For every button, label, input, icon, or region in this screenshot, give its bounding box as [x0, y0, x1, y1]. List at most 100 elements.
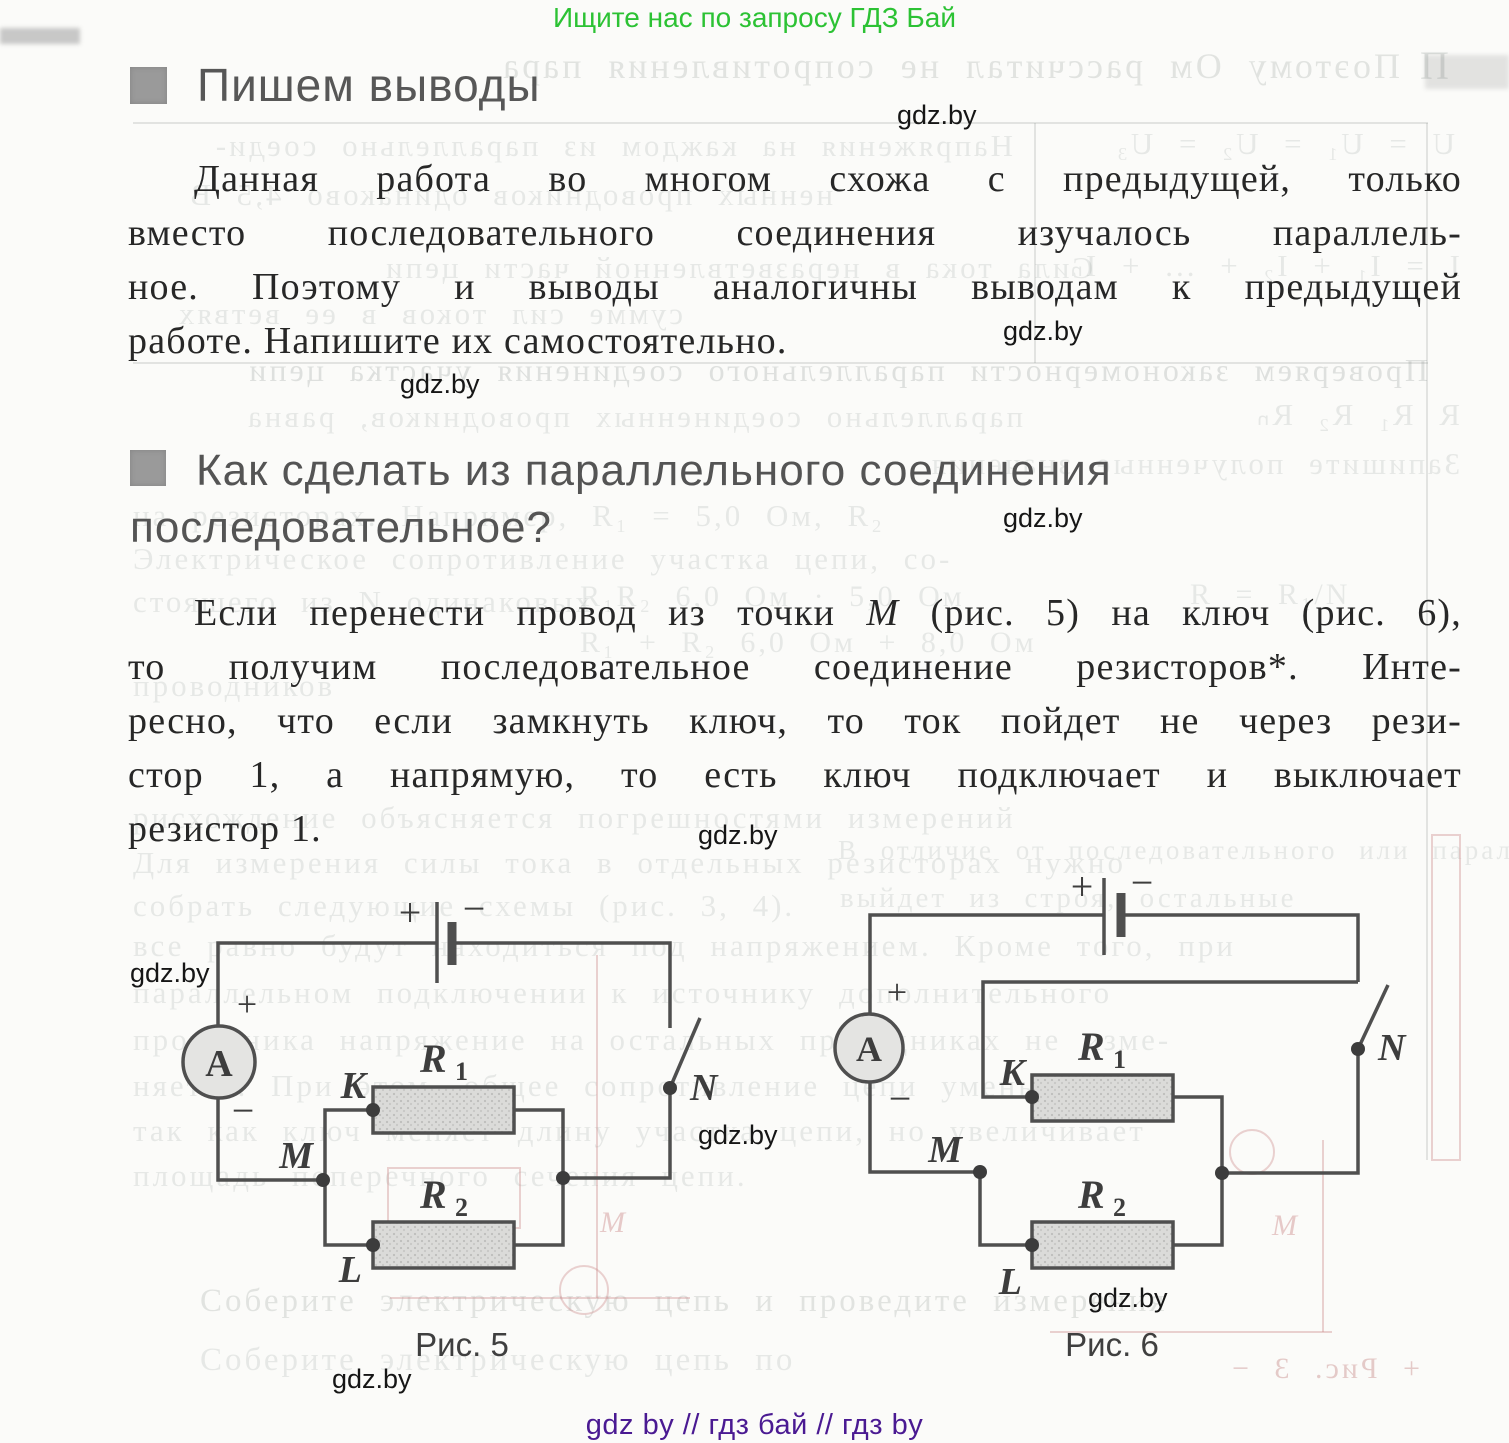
battery-minus-label: −: [463, 886, 486, 931]
switch-blade: [668, 1017, 702, 1089]
node-l-dot: [366, 1238, 380, 1252]
paragraph-how-to: Если перенести провод из точки M (рис. 5…: [128, 586, 1462, 856]
resistor-label-r2: R: [1077, 1172, 1105, 1217]
ammeter: [181, 1024, 257, 1100]
ghost-bleed-text: Для измерения силы тока в отдельных рези…: [133, 845, 1126, 880]
wire: [216, 1098, 323, 1182]
switch-blade: [1356, 984, 1390, 1050]
ghost-bleed-text: рисхождение объясняется погрешностями из…: [133, 800, 1016, 835]
point-label-m: M: [278, 1135, 314, 1177]
ghost-bleed-text: все равно будут находиться под напряжени…: [133, 928, 1236, 963]
text-line: ное. Поэтому и выводы аналогичны выводам…: [128, 266, 1462, 308]
watermark: gdz.by: [698, 1120, 778, 1150]
ghost-bleed-text: В отличие от последовательного или парал…: [838, 835, 1509, 865]
wire: [868, 1082, 980, 1174]
section-heading-1: Пишем выводы: [130, 58, 541, 112]
ammeter-letter: A: [205, 1043, 233, 1085]
ghost-letter-m: М: [1271, 1209, 1299, 1242]
text-line: работе. Напишите их самостоятельно.: [128, 320, 788, 362]
battery-plus-label: +: [1071, 864, 1094, 909]
resistor-label-r2: R: [419, 1172, 447, 1217]
junction-dot: [1215, 1166, 1229, 1180]
node-l-dot: [1025, 1238, 1039, 1252]
text-line: вместо последовательного соединения изуч…: [128, 212, 1462, 254]
variable-m: M: [866, 592, 900, 634]
point-label-k: K: [999, 1052, 1028, 1094]
resistor-r1: [371, 1085, 516, 1135]
section-title-line: Как сделать из параллельного соединения: [196, 446, 1112, 495]
battery-plus-label: +: [399, 890, 422, 935]
junction-dot: [556, 1171, 570, 1185]
paragraph-conclusions: Данная работа во многом схожа с предыдущ…: [128, 152, 1462, 368]
point-label-k: K: [340, 1065, 369, 1107]
resistor-label-r1: R: [1077, 1024, 1105, 1069]
switch-pivot-dot: [663, 1081, 677, 1095]
wire: [1222, 1049, 1360, 1175]
ghost-bleed-text: R = R₁/N: [1190, 578, 1351, 611]
resistor-r2: [371, 1220, 516, 1270]
watermark: gdz.by: [1003, 503, 1083, 533]
switch-pivot-dot: [1351, 1042, 1365, 1056]
ghost-bleed-text: проводников: [133, 668, 336, 703]
watermark: gdz.by: [897, 100, 977, 130]
ghost-bleed-text: Электрическое сопротивление участка цепи…: [133, 541, 953, 576]
resistor-subscript-2: 2: [455, 1193, 468, 1222]
resistor-label-r1: R: [419, 1036, 447, 1081]
text-line: ресно, что если замкнуть ключ, то ток по…: [128, 700, 1462, 742]
ghost-bleed-text: Соберите электрическую цепь и проведите …: [200, 1283, 1168, 1319]
figure-6-caption: Рис. 6: [1065, 1326, 1159, 1363]
scan-smudge: [0, 28, 80, 44]
ammeter-plus-label: +: [237, 984, 257, 1024]
ammeter-minus-label: −: [889, 1076, 912, 1121]
ghost-bleed-text: R₁R₂ 6,0 Ом · 5,0 Ом: [580, 580, 965, 613]
resistor-subscript-2: 2: [1113, 1193, 1126, 1222]
figure-5-circuit-diagram: + − + − A K M L N R R 1 2: [181, 886, 719, 1291]
scan-smudge: [1425, 55, 1509, 89]
ghost-bleed-text: проводника напряжение на остальных прово…: [133, 1022, 1172, 1057]
watermark: gdz.by: [130, 958, 210, 988]
watermark: gdz.by: [400, 369, 480, 399]
point-label-l: L: [998, 1261, 1022, 1303]
wire: [323, 1108, 373, 1247]
ghost-bleed-text: на резисторах. Например, R₁ = 5,0 Ом, R₂: [133, 498, 885, 533]
ghost-bleed-text: П: [1420, 43, 1452, 88]
ammeter-minus-label: −: [232, 1088, 255, 1133]
resistor-subscript-1: 1: [455, 1057, 468, 1086]
text-line: резистор 1.: [128, 808, 322, 850]
watermark: gdz.by: [1088, 1283, 1168, 1313]
wire: [1122, 913, 1360, 982]
text-span: Если перенести провод из точки: [194, 592, 867, 634]
point-label-n: N: [1377, 1027, 1407, 1069]
watermark: gdz.by: [332, 1364, 412, 1394]
wire: [514, 1108, 565, 1247]
wire: [978, 1172, 1032, 1247]
wire: [216, 941, 437, 1026]
node-k-dot: [366, 1103, 380, 1117]
section-heading-2: Как сделать из параллельного соединения …: [130, 442, 1462, 556]
point-label-m: M: [927, 1129, 963, 1171]
text-line: то получим последовательное соединение р…: [128, 646, 1462, 688]
text-line: Данная работа во многом схожа с предыдущ…: [194, 158, 1462, 200]
ammeter-plus-label: +: [887, 972, 907, 1012]
section-title-line: последовательное?: [130, 503, 552, 552]
watermark: gdz.by: [698, 820, 778, 850]
wire: [981, 980, 1358, 1099]
figure-5-caption: Рис. 5: [415, 1326, 509, 1363]
ghost-bleed-text: так как ключ меняет длину участка цепи, …: [133, 1113, 1146, 1148]
ghost-bleed-text: выйдет из строя, остальные: [840, 882, 1297, 914]
battery-minus-label: −: [1131, 860, 1154, 905]
node-m-dot: [316, 1173, 330, 1187]
resistor-r1: [1030, 1073, 1175, 1123]
ammeter-letter: A: [856, 1029, 882, 1069]
ghost-bleed-text: собрать следующие схемы (рис. 3, 4).: [133, 888, 796, 923]
ghost-bleed-text: R₁ + R₂ 6,0 Ом + 8,0 Ом: [580, 626, 1037, 659]
point-label-l: L: [338, 1249, 362, 1291]
ghost-bleed-text: Соберите электрическую цепь по: [200, 1342, 796, 1378]
figure-6-circuit-diagram: + − + − A K M L N R R 1 2: [833, 860, 1407, 1303]
promo-banner-top: Ищите нас по запросу ГДЗ Бай: [552, 2, 957, 33]
node-m-dot: [973, 1165, 987, 1179]
ghost-bleed-text: параллельном подключении к источнику доп…: [133, 975, 1113, 1010]
square-bullet-icon: [130, 66, 167, 104]
